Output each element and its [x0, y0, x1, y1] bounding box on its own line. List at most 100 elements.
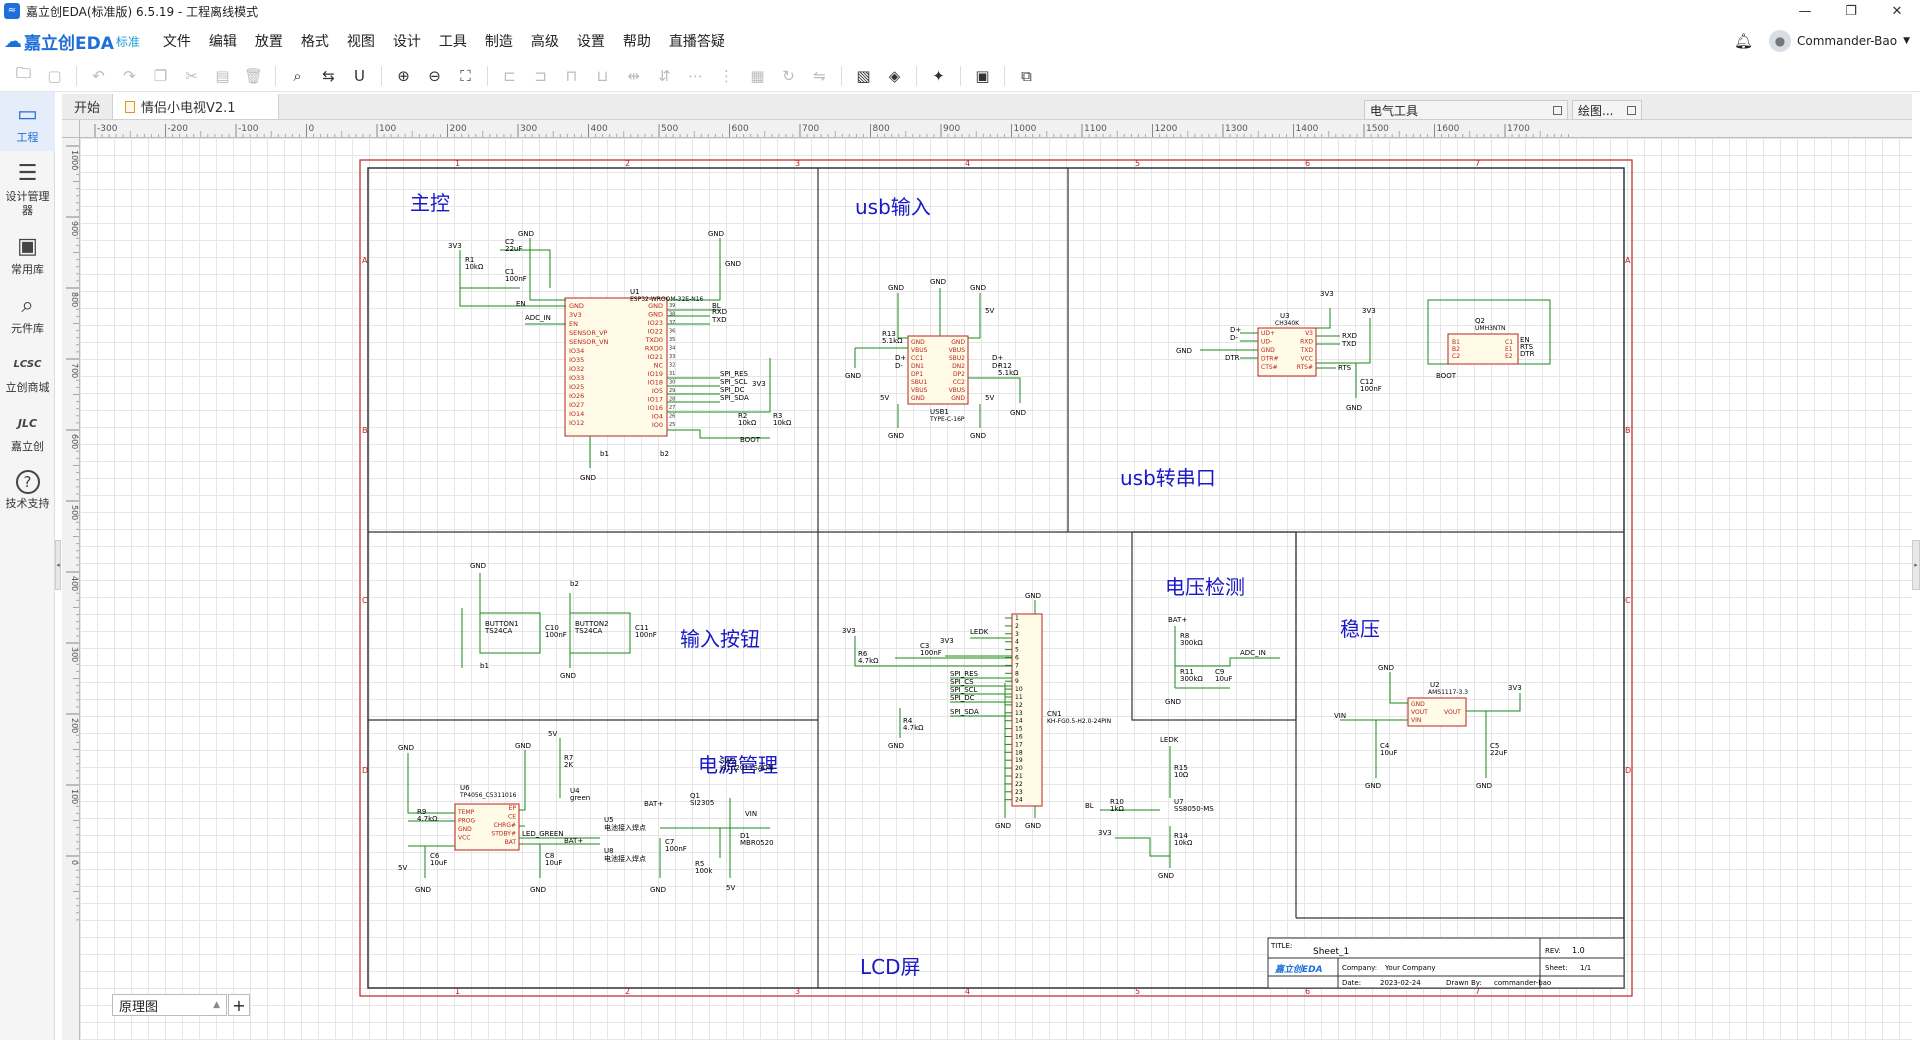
menu-settings[interactable]: 设置: [576, 34, 605, 50]
sheet-selector[interactable]: 原理图 ▲: [112, 994, 227, 1016]
sidebar-item-design-manager[interactable]: ☰ 设计管理器: [0, 151, 55, 224]
distribute-v-icon[interactable]: ⋮: [719, 66, 734, 85]
usb-input-block[interactable]: USB1 TYPE-C-16P GNDVBUSCC1DN1DP1SBU1VBUS…: [845, 278, 1026, 440]
search-icon: ⌕: [21, 293, 34, 318]
net-label: VIN: [1334, 712, 1346, 720]
minimize-icon[interactable]: —: [1798, 3, 1812, 19]
zoom-out-icon[interactable]: ⊖: [428, 66, 441, 85]
net-label: GND: [415, 886, 431, 894]
collapse-right-handle[interactable]: ▸: [1912, 540, 1920, 590]
pin-label: RXD0: [645, 345, 663, 353]
maximize-icon[interactable]: ❐: [1845, 3, 1857, 19]
frame-labels: 1 2 3 4 5 6 7 1 2 3 4 5 6 7 A B C: [362, 159, 1631, 996]
buttons-block[interactable]: GND GND BUTTON1 TS24CA BUTTON2 TS24CA C1…: [461, 562, 657, 680]
ch340-wires: [1200, 308, 1371, 398]
menu-view[interactable]: 视图: [346, 34, 375, 50]
flip-icon[interactable]: ⇋: [813, 66, 826, 85]
menu-format[interactable]: 格式: [300, 34, 329, 50]
image-icon[interactable]: ▧: [856, 66, 871, 85]
menu-help[interactable]: 帮助: [622, 34, 651, 50]
sidebar-item-jlc[interactable]: JLC 嘉立创: [0, 401, 55, 460]
delete-icon[interactable]: 🗑︎: [243, 66, 264, 85]
menu-file[interactable]: 文件: [162, 34, 191, 50]
net-label: C1: [505, 268, 514, 276]
notification-bell-icon[interactable]: 🔔︎: [1733, 32, 1754, 50]
pin-icon[interactable]: ✦: [932, 66, 945, 85]
schematic-drawing[interactable]: 1 2 3 4 5 6 7 1 2 3 4 5 6 7 A B C: [80, 138, 1912, 1040]
panel-restore-icon[interactable]: [1627, 105, 1636, 115]
sidebar-item-support[interactable]: ? 技术支持: [0, 460, 55, 517]
layers-icon[interactable]: ◈: [888, 66, 901, 85]
align-left-icon[interactable]: ⊏: [503, 66, 516, 85]
fit-view-icon[interactable]: ⛶: [460, 66, 471, 85]
menu-design[interactable]: 设计: [392, 34, 421, 50]
cross-probe-icon[interactable]: U: [354, 66, 365, 85]
panel-restore-icon[interactable]: [1553, 105, 1562, 115]
title-block[interactable]: TITLE: Sheet_1 REV: 1.0 嘉立创EDA Company: …: [1267, 937, 1625, 989]
sidebar-item-project[interactable]: ▭ 工程: [0, 92, 55, 151]
net-label: U8: [604, 847, 614, 855]
copy-icon[interactable]: ❐: [153, 66, 168, 85]
undo-icon[interactable]: ↶: [92, 66, 105, 85]
q2-pin: C1: [1505, 339, 1513, 346]
open-folder-icon[interactable]: 🗀: [15, 64, 31, 82]
canvas-grid[interactable]: 1 2 3 4 5 6 7 1 2 3 4 5 6 7 A B C: [80, 138, 1912, 1040]
find-icon[interactable]: ⌕: [293, 66, 302, 85]
tab-start[interactable]: 开始: [62, 94, 114, 119]
q2-pin: C2: [1452, 353, 1460, 360]
sidebar-item-label: 常用库: [11, 263, 44, 276]
lcd-block[interactable]: CN1 KH-FG0.5-H2.0-24PIN 1234567891011121…: [842, 592, 1214, 880]
net-label: BL: [1085, 802, 1094, 810]
sidebar-item-component-lib[interactable]: ⌕ 元件库: [0, 283, 55, 342]
align-grid-icon[interactable]: ▦: [750, 66, 765, 85]
distribute-h-icon[interactable]: ⋯: [688, 66, 703, 85]
menu-fabrication[interactable]: 制造: [484, 34, 513, 50]
electrical-tools-panel[interactable]: 电气工具: [1364, 100, 1568, 120]
menu-advanced[interactable]: 高级: [530, 34, 559, 50]
pin-label: DN1: [911, 363, 924, 370]
q2-block[interactable]: Q2 UMH3NTN B1 B2 C2 C1 E1 E2 EN RTS DTR: [1427, 299, 1551, 380]
tb-sheet: 1/1: [1580, 964, 1591, 972]
voltage-block[interactable]: BAT+ R8 300kΩ R11 300kΩ C9 10uF ADC_IN G…: [1165, 616, 1280, 706]
menu-live[interactable]: 直播答疑: [668, 34, 725, 50]
align-top-icon[interactable]: ⊓: [565, 66, 578, 85]
net-label: RTS: [1520, 343, 1534, 351]
pin-label: CE: [508, 814, 516, 821]
zoom-in-icon[interactable]: ⊕: [397, 66, 410, 85]
align-right-icon[interactable]: ⊐: [534, 66, 547, 85]
collapse-left-handle[interactable]: ◂: [55, 540, 61, 590]
tab-schematic-doc[interactable]: 情侣小电视V2.1: [113, 94, 279, 119]
drawing-tools-panel[interactable]: 绘图...: [1572, 100, 1642, 120]
align-hcenter-icon[interactable]: ⇹: [627, 66, 640, 85]
close-icon[interactable]: ✕: [1891, 3, 1903, 19]
menu-edit[interactable]: 编辑: [208, 34, 237, 50]
convert-pcb-icon[interactable]: ⧉: [1021, 66, 1032, 85]
sidebar-item-lcsc[interactable]: LCSC 立创商城: [0, 342, 55, 401]
find-replace-icon[interactable]: ⇆: [322, 66, 335, 85]
cut-icon[interactable]: ✂: [185, 66, 198, 85]
sidebar-item-label: 技术支持: [5, 497, 50, 510]
redo-icon[interactable]: ↷: [123, 66, 136, 85]
ruler-corner: [62, 120, 80, 138]
menu-tools[interactable]: 工具: [438, 34, 467, 50]
sidebar-item-common-lib[interactable]: ▣ 常用库: [0, 224, 55, 283]
save-icon[interactable]: ▢: [47, 66, 62, 85]
align-vcenter-icon[interactable]: ⇵: [658, 66, 671, 85]
user-menu[interactable]: ● Commander-Bao ▼: [1769, 30, 1910, 52]
avatar: ●: [1769, 30, 1792, 52]
left-sidebar: ▭ 工程 ☰ 设计管理器 ▣ 常用库 ⌕ 元件库 LCSC 立创商城 JLC 嘉…: [0, 92, 55, 1040]
align-bottom-icon[interactable]: ⊔: [596, 66, 609, 85]
regulator-block[interactable]: U2 AMS1117-3.3 GND VOUT VIN VOUT: [1334, 664, 1522, 790]
pin-label: GND: [648, 311, 663, 319]
bom-icon[interactable]: ▣: [975, 66, 990, 85]
ruler-label: 100: [379, 124, 396, 134]
rotate-icon[interactable]: ↻: [782, 66, 795, 85]
net-label: C10: [545, 624, 559, 632]
paste-icon[interactable]: ▤: [215, 66, 230, 85]
menu-place[interactable]: 放置: [254, 34, 283, 50]
mcu-block[interactable]: U1 ESP32-WROOM-32E-N16 GND3V3ENSENSOR_VP…: [448, 230, 792, 482]
add-sheet-button[interactable]: +: [228, 994, 250, 1016]
power-block[interactable]: U6 TP4056_C5311016 TEMPPROGGNDVCCEPCECHR…: [398, 730, 774, 894]
